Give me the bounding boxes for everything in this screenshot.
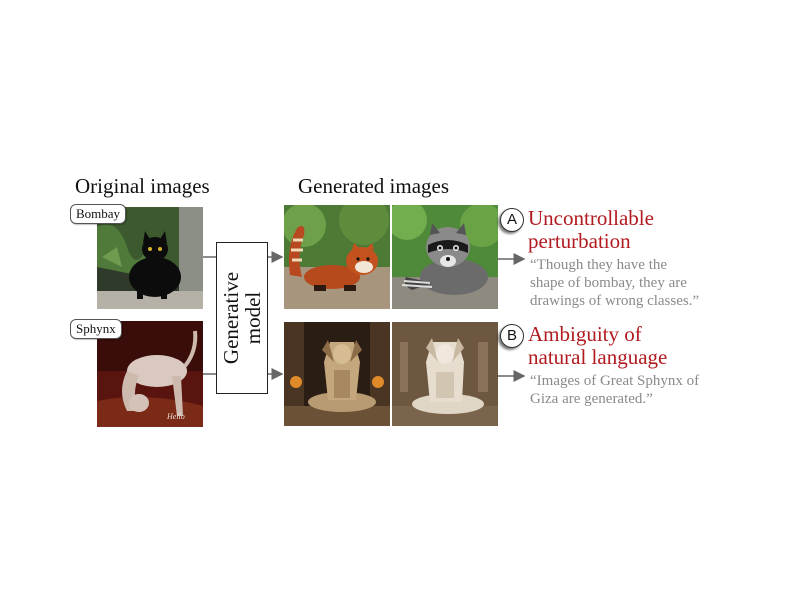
issue-a-quote-line2: shape of bombay, they are — [530, 275, 687, 291]
issue-a-title-line2: perturbation — [528, 229, 631, 253]
sphinx-statue-image-2 — [392, 322, 498, 426]
svg-text:Hello: Hello — [166, 412, 185, 421]
badge-a: A — [500, 208, 524, 232]
issue-b-title-line2: natural language — [528, 345, 668, 369]
raccoon-image — [392, 205, 498, 309]
generative-model-box: Generative model — [216, 242, 268, 394]
issue-b-quote-line2: Giza are generated.” — [530, 391, 653, 407]
bombay-cat-image — [97, 207, 203, 309]
sphynx-tag: Sphynx — [70, 319, 122, 339]
badge-b: B — [500, 324, 524, 348]
sphynx-cat-image: Hello — [97, 321, 203, 427]
issue-a-quote-line1: “Though they have the — [530, 257, 668, 273]
generative-model-label: Generative model — [219, 271, 265, 365]
issue-b-quote-line1: “Images of Great Sphynx of — [530, 373, 700, 389]
bombay-tag: Bombay — [70, 204, 127, 224]
issue-a-quote-line3: drawings of wrong classes.” — [530, 293, 700, 309]
generated-images-heading: Generated images — [298, 174, 450, 198]
original-images-heading: Original images — [75, 174, 210, 198]
red-panda-image — [284, 205, 390, 309]
issue-a-title-line1: Uncontrollable — [528, 206, 654, 230]
sphinx-statue-image-1 — [284, 322, 390, 426]
issue-b-title-line1: Ambiguity of — [528, 322, 642, 346]
